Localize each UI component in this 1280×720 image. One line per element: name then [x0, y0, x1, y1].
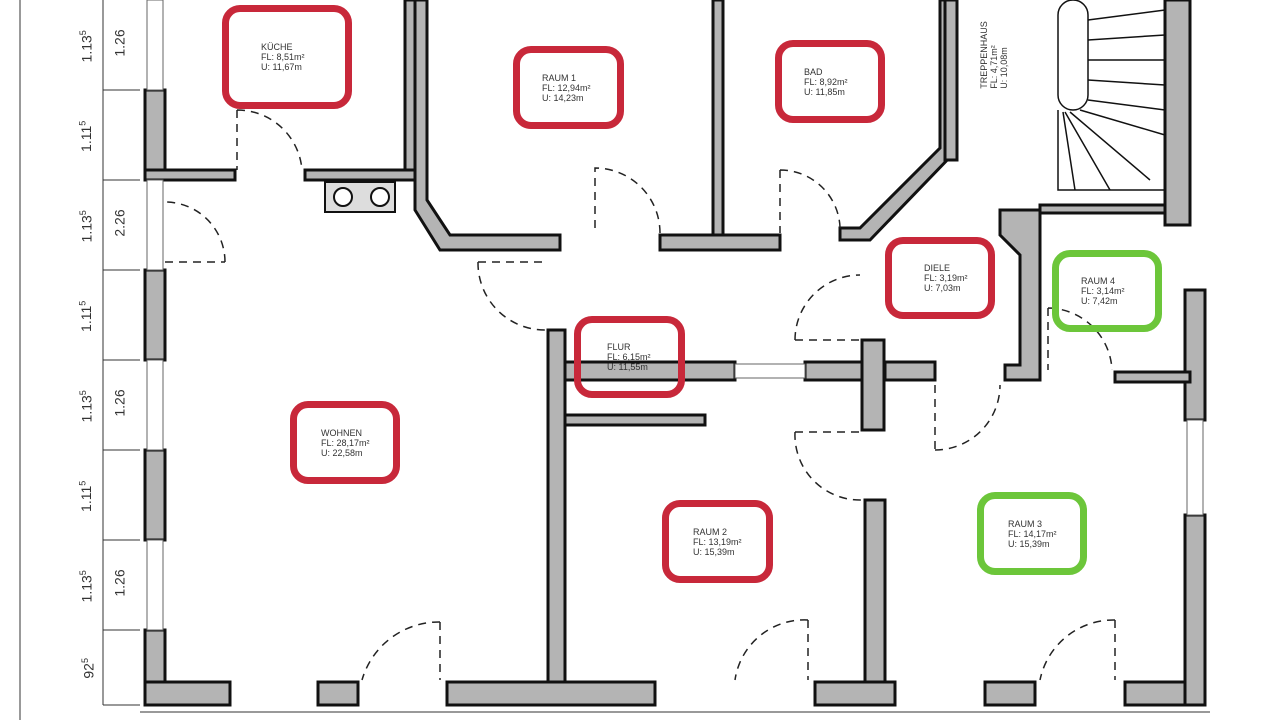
window [146, 179, 164, 271]
wall [863, 498, 887, 684]
wall [658, 233, 782, 252]
wall [1113, 370, 1192, 384]
wall [813, 680, 897, 707]
dim-outer-3: 1.135 [77, 210, 95, 243]
wall [1183, 513, 1207, 707]
dim-outer-7: 1.135 [77, 570, 95, 603]
window [146, 539, 164, 631]
wall [860, 338, 886, 432]
wall [413, 0, 562, 252]
wall [143, 168, 237, 182]
wall [316, 680, 360, 707]
window [734, 363, 806, 379]
dim-inner-2: 2.26 [111, 209, 128, 237]
wall [546, 328, 567, 684]
door-swing [934, 384, 1001, 451]
dim-outer-6: 1.115 [77, 480, 94, 512]
window [1186, 419, 1204, 516]
door-swing [477, 261, 546, 331]
wall [983, 680, 1037, 707]
wall [1163, 0, 1192, 227]
door-swing [1039, 619, 1116, 681]
wall [883, 360, 937, 382]
wall [143, 88, 167, 182]
wall [1183, 288, 1207, 422]
wall [711, 0, 725, 242]
door-swing [164, 201, 226, 263]
door-swing [734, 619, 809, 681]
dim-inner-4: 1.26 [111, 569, 128, 597]
window [146, 0, 164, 91]
dim-inner-3: 1.26 [111, 389, 128, 417]
wall [943, 0, 959, 162]
dim-outer-5: 1.135 [77, 390, 95, 423]
dim-outer-1: 1.135 [77, 30, 95, 63]
wall [803, 360, 867, 382]
dim-outer-8: 925 [79, 658, 97, 679]
stove [324, 181, 396, 213]
door-swing [779, 169, 841, 234]
wall [563, 413, 707, 427]
dim-outer-4: 1.115 [77, 300, 94, 332]
wall [998, 208, 1042, 382]
wall [143, 448, 167, 542]
wall [143, 680, 232, 707]
wall [1038, 203, 1167, 215]
dimension-lines [19, 0, 1210, 720]
window [146, 359, 164, 451]
door-swing [794, 274, 861, 341]
wall [143, 268, 167, 362]
staircase [1057, 0, 1166, 191]
dim-outer-2: 1.115 [77, 120, 94, 152]
door-swing [594, 167, 661, 234]
door-swing [794, 431, 863, 501]
wall [445, 680, 657, 707]
dim-inner-1: 1.26 [111, 29, 128, 57]
wall [303, 168, 417, 182]
door-swing [236, 109, 303, 171]
door-swing [361, 621, 441, 681]
